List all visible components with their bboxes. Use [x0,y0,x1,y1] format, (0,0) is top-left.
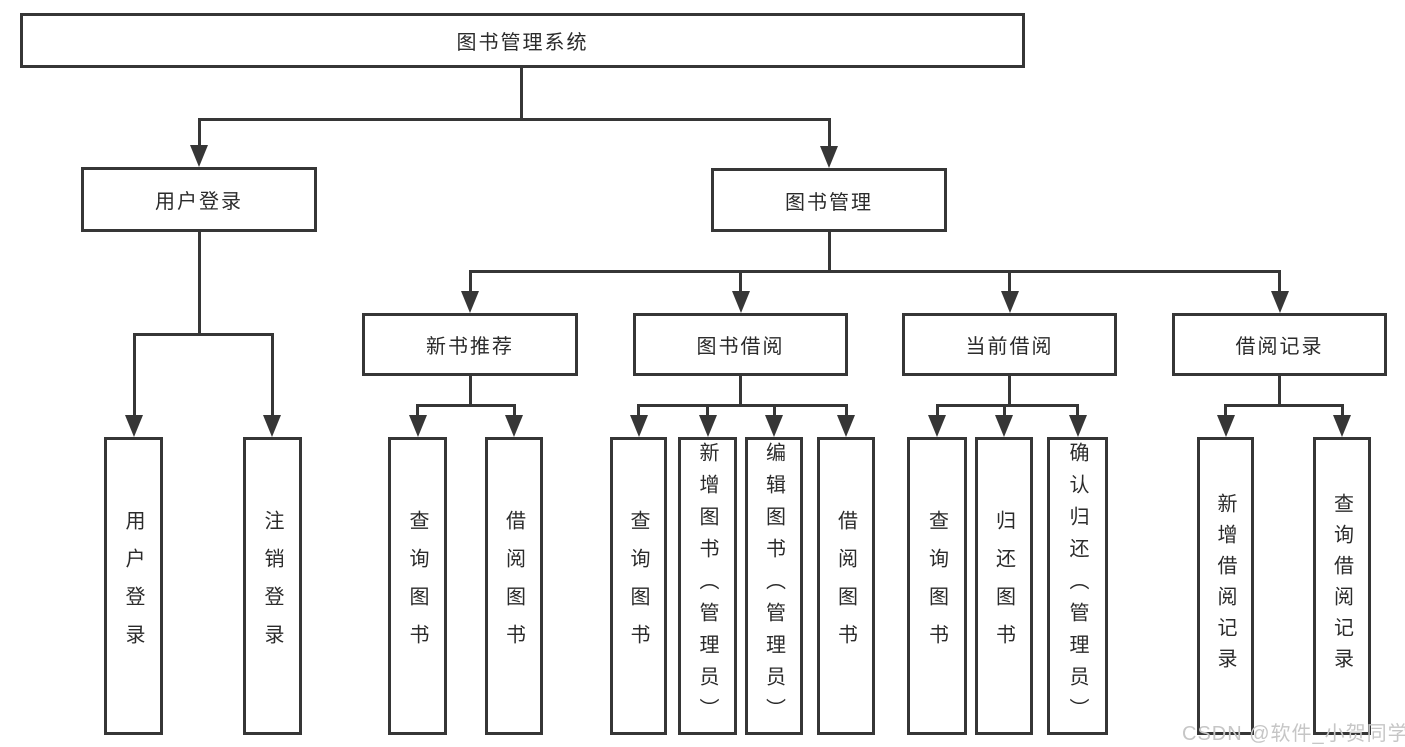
connector-line [827,118,831,148]
arrow-down-icon [505,415,523,437]
connector-line [772,404,776,419]
connector-line [935,404,939,419]
arrow-down-icon [1333,415,1351,437]
connector-line [739,270,742,295]
connector-line [468,270,472,295]
connector-line [520,68,523,121]
arrow-down-icon [820,146,838,168]
connector-line [132,333,136,419]
connector-line [468,376,472,407]
connector-line [739,376,742,407]
arrow-down-icon [995,415,1013,437]
arrow-down-icon [698,415,717,437]
watermark: CSDN @软件_小贺同学 [1182,723,1405,745]
leaf-logout: 注销登录 [243,437,302,735]
arrow-down-icon [1216,415,1235,437]
leaf-user-login-label: 用户登录 [122,510,144,662]
leaf-confirm-return-admin: 确认归还（管理员） [1047,437,1108,735]
leaf-return-book-label: 归还图书 [992,510,1015,662]
connector-line [199,118,829,121]
connector-line [416,404,419,419]
connector-line [936,404,1078,407]
node-book-management-label: 图书管理 [785,191,873,214]
leaf-borrow-books-2-label: 借阅图书 [834,510,857,662]
connector-line [706,404,709,419]
arrow-down-icon [1270,291,1289,313]
leaf-borrow-books-1: 借阅图书 [485,437,543,735]
leaf-add-book-admin: 新增图书（管理员） [678,437,737,735]
arrow-down-icon [837,415,855,437]
connector-line [637,404,640,419]
leaf-confirm-return-admin-label: 确认归还（管理员） [1066,442,1088,730]
connector-line [1008,270,1011,295]
leaf-add-borrow-record: 新增借阅记录 [1197,437,1254,735]
arrow-down-icon [629,415,648,437]
leaf-add-book-admin-label: 新增图书（管理员） [696,442,718,730]
leaf-add-borrow-record-label: 新增借阅记录 [1214,493,1236,679]
leaf-query-books-1: 查询图书 [388,437,447,735]
arrow-down-icon [263,415,281,437]
connector-line [133,333,273,336]
node-root-label: 图书管理系统 [456,32,589,54]
node-current-borrow-label: 当前借阅 [965,336,1054,358]
node-book-borrow-label: 图书借阅 [696,336,785,358]
node-new-book-recommend-label: 新书推荐 [426,336,514,358]
arrow-down-icon [190,145,208,167]
connector-line [844,404,848,419]
connector-line [1008,376,1011,407]
node-current-borrow: 当前借阅 [902,313,1117,376]
node-user-login: 用户登录 [81,167,317,232]
connector-line [1224,404,1227,419]
leaf-query-books-3-label: 查询图书 [925,510,948,662]
connector-line [1278,376,1281,407]
leaf-query-books-2: 查询图书 [610,437,667,735]
leaf-query-borrow-record-label: 查询借阅记录 [1330,493,1353,679]
leaf-borrow-books-1-label: 借阅图书 [502,510,525,662]
connector-line [1002,404,1006,419]
leaf-query-books-3: 查询图书 [907,437,967,735]
node-root: 图书管理系统 [20,13,1025,68]
node-user-login-label: 用户登录 [155,191,243,213]
arrow-down-icon [408,415,427,437]
node-book-borrow: 图书借阅 [633,313,848,376]
connector-line [1278,270,1281,295]
arrow-down-icon [1000,291,1019,313]
node-borrow-records: 借阅记录 [1172,313,1387,376]
node-borrow-records-label: 借阅记录 [1235,336,1324,358]
leaf-query-books-1-label: 查询图书 [406,510,428,662]
connector-line [197,232,201,336]
arrow-down-icon [928,415,946,437]
arrow-down-icon [731,291,750,313]
leaf-query-borrow-record: 查询借阅记录 [1313,437,1371,735]
leaf-edit-book-admin: 编辑图书（管理员） [745,437,803,735]
connector-line [638,404,846,407]
connector-line [827,232,831,272]
connector-line [1340,404,1344,419]
connector-line [1225,404,1343,407]
connector-line [270,333,274,419]
connector-line [512,404,516,419]
leaf-edit-book-admin-label: 编辑图书（管理员） [762,442,785,730]
connector-line [470,270,1280,273]
arrow-down-icon [125,415,143,437]
node-book-management: 图书管理 [711,168,947,232]
connector-line [197,118,201,148]
leaf-logout-label: 注销登录 [261,510,283,662]
arrow-down-icon [461,291,479,313]
arrow-down-icon [765,415,783,437]
node-new-book-recommend: 新书推荐 [362,313,578,376]
connector-line [417,404,515,407]
leaf-user-login: 用户登录 [104,437,163,735]
leaf-return-book: 归还图书 [975,437,1033,735]
leaf-query-books-2-label: 查询图书 [627,510,649,662]
leaf-borrow-books-2: 借阅图书 [817,437,875,735]
arrow-down-icon [1068,415,1087,437]
connector-line [1076,404,1079,419]
